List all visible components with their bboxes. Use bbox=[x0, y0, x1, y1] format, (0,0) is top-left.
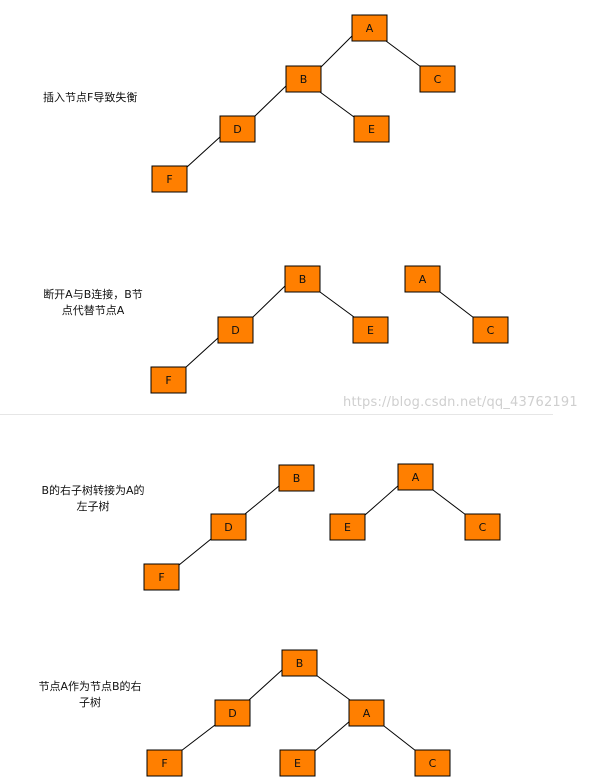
node-e: E bbox=[352, 316, 389, 344]
edge-d-f bbox=[180, 724, 216, 752]
node-b: B bbox=[285, 65, 322, 93]
node-d-label: D bbox=[231, 324, 239, 337]
node-b: B bbox=[281, 649, 318, 677]
edge-b-e bbox=[319, 291, 355, 318]
node-a-label: A bbox=[366, 22, 374, 35]
node-d-label: D bbox=[233, 123, 241, 136]
edge-b-a bbox=[315, 674, 351, 701]
node-b-label: B bbox=[299, 273, 307, 286]
edge-d-f bbox=[186, 136, 221, 168]
node-f-label: F bbox=[158, 571, 164, 584]
edge-b-e bbox=[319, 91, 355, 118]
edge-a-c bbox=[383, 725, 417, 752]
node-d: D bbox=[210, 513, 247, 541]
node-e-label: E bbox=[368, 123, 375, 136]
node-f: F bbox=[143, 563, 180, 591]
edge-b-d bbox=[248, 669, 283, 701]
step3-caption: B的右子树转接为A的 左子树 bbox=[41, 484, 145, 513]
node-d-label: D bbox=[228, 707, 236, 720]
node-f-label: F bbox=[166, 173, 172, 186]
node-f-label: F bbox=[161, 757, 167, 770]
node-d: D bbox=[219, 115, 256, 143]
node-b-label: B bbox=[293, 472, 301, 485]
node-d-label: D bbox=[224, 521, 232, 534]
step4-caption: 节点A作为节点B的右 子树 bbox=[38, 680, 142, 709]
node-e: E bbox=[329, 513, 366, 541]
edge-a-e bbox=[314, 720, 351, 752]
watermark-url: https://blog.csdn.net/qq_43762191 bbox=[343, 395, 578, 410]
node-a: A bbox=[404, 265, 441, 293]
node-a-label: A bbox=[412, 471, 420, 484]
edge-d-f bbox=[178, 538, 212, 566]
step2-caption: 断开A与B连接，B节 点代替节点A bbox=[43, 288, 143, 317]
node-c-label: C bbox=[487, 324, 495, 337]
node-e: E bbox=[279, 749, 316, 777]
node-d: D bbox=[217, 316, 254, 344]
node-c: C bbox=[414, 749, 451, 777]
node-a: A bbox=[397, 463, 434, 491]
node-c-label: C bbox=[434, 73, 442, 86]
section-divider bbox=[0, 414, 553, 415]
edge-b-d bbox=[253, 85, 287, 118]
node-c: C bbox=[472, 316, 509, 344]
node-a: A bbox=[348, 699, 385, 727]
node-f: F bbox=[150, 366, 187, 394]
node-b: B bbox=[278, 464, 315, 492]
node-f: F bbox=[151, 165, 188, 193]
node-c: C bbox=[419, 65, 456, 93]
node-b-label: B bbox=[300, 73, 308, 86]
edge-a-c bbox=[432, 489, 467, 516]
node-e-label: E bbox=[367, 324, 374, 337]
edge-d-f bbox=[184, 337, 219, 369]
node-b-label: B bbox=[296, 657, 304, 670]
node-c-label: C bbox=[429, 757, 437, 770]
node-f-label: F bbox=[165, 374, 171, 387]
node-d: D bbox=[214, 699, 251, 727]
node-c-label: C bbox=[479, 521, 487, 534]
node-e-label: E bbox=[344, 521, 351, 534]
edge-a-c bbox=[385, 40, 422, 68]
step1-caption: 插入节点F导致失衡 bbox=[43, 91, 138, 104]
edge-a-b bbox=[320, 35, 353, 68]
node-f: F bbox=[146, 749, 183, 777]
node-e-label: E bbox=[294, 757, 301, 770]
node-a-label: A bbox=[363, 707, 371, 720]
edge-b-d bbox=[244, 485, 280, 515]
edge-a-c bbox=[439, 291, 475, 319]
node-b: B bbox=[284, 265, 321, 293]
node-e: E bbox=[353, 115, 390, 143]
edge-a-e bbox=[364, 484, 400, 516]
node-a: A bbox=[351, 14, 388, 42]
node-c: C bbox=[464, 513, 501, 541]
edge-b-d bbox=[252, 285, 286, 318]
node-a-label: A bbox=[419, 273, 427, 286]
